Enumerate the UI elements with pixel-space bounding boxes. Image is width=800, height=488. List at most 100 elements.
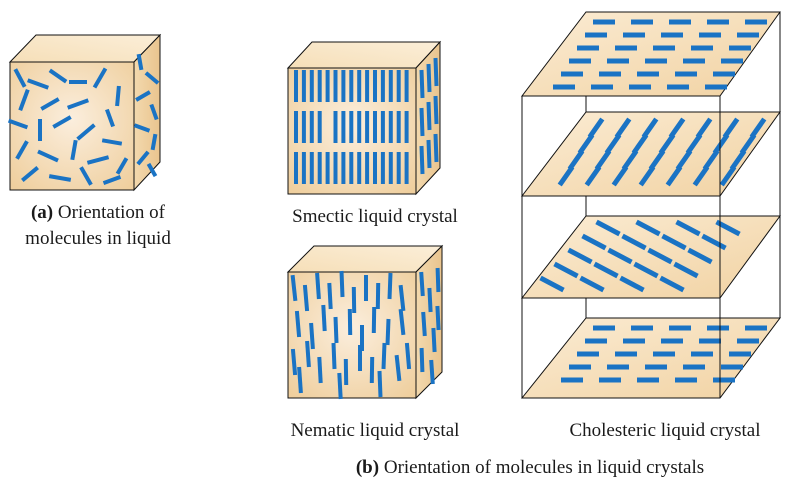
liquid-side-molecules [133,53,160,178]
molecule-rod [419,271,425,297]
liquid-cube [7,33,162,192]
molecule-rod [607,247,633,265]
molecule-rod [435,305,441,331]
molecule-rod [27,78,49,90]
molecule-rod [638,165,656,187]
molecule-rod [675,219,701,237]
molecule-rod [144,71,160,85]
molecule-rod [719,165,737,187]
molecule-rod [309,322,315,350]
plane-4-molecules [561,325,767,383]
molecule-rod [86,155,110,165]
nematic-front-molecules [290,270,412,400]
molecule-rod [387,272,393,300]
caption-smectic: Smectic liquid crystal [292,206,458,227]
molecule-rod [633,261,659,279]
molecule-rod [421,311,427,337]
molecule-rod [687,247,713,265]
molecule-rod [539,275,565,293]
molecule-rod [105,108,115,128]
smectic-side-molecules [419,57,439,175]
molecule-rod [604,133,622,155]
molecule-rod [135,90,151,102]
molecule-rod [149,103,159,121]
caption-a-label: (a) [30,202,54,223]
molecule-rod [631,133,649,155]
molecule-rod [426,101,432,131]
molecule-rod [695,117,713,139]
molecule-rod [619,275,645,293]
molecule-rod [398,284,406,312]
molecule-rod [433,57,439,87]
molecule-rod [433,133,439,163]
molecule-rod [48,68,68,84]
molecule-rod [21,166,39,182]
molecule-rod [648,149,666,171]
molecule-rod [70,139,78,161]
molecule-rod [581,233,607,251]
molecule-rod [317,356,323,384]
nematic-cube-top [286,245,444,273]
molecule-rod [722,117,740,139]
molecule-rod [15,140,29,160]
molecule-rod [647,247,673,265]
molecule-rod [419,107,425,137]
molecule-rod [701,233,727,251]
molecule-rod [641,117,659,139]
caption-b-label: (b) [355,457,380,478]
nematic-cube [286,244,444,400]
smectic-front-molecules [294,70,409,184]
molecule-rod [381,342,387,370]
molecule-rod [321,304,327,332]
molecule-rod [635,219,661,237]
molecule-rod [675,149,693,171]
molecule-rod [146,162,158,178]
molecule-rod [739,133,757,155]
molecule-rod [611,165,629,187]
molecule-rod [661,233,687,251]
molecule-rod [419,145,425,175]
caption-cholesteric: Cholesteric liquid crystal [569,420,761,441]
molecule-rod [419,69,425,99]
molecule-rod [101,138,123,146]
nematic-side-molecules [419,267,441,385]
molecule-rod [577,133,595,155]
caption-b-text: Orientation of molecules in liquid cryst… [379,457,705,478]
molecule-rod [659,275,685,293]
molecule-rod [37,149,59,163]
molecule-rod [673,261,699,279]
molecule-rod [333,316,339,344]
smectic-cube [286,40,442,196]
molecule-rod [614,117,632,139]
molecule-rod [331,342,337,370]
molecule-rod [692,165,710,187]
caption-a-line1: Orientation of [53,202,165,223]
caption-nematic: Nematic liquid crystal [290,420,460,441]
molecule-rod [290,348,298,376]
molecule-rod [315,272,321,300]
liquid-front-molecules [7,67,129,186]
molecule-rod [658,133,676,155]
molecule-rod [567,247,593,265]
molecule-rod [431,327,437,353]
molecule-rod [115,157,129,175]
cholesteric-plane-1 [520,11,781,97]
molecule-rod [749,117,767,139]
molecule-rod [302,284,310,312]
cholesteric-stack [520,11,781,399]
molecule-rod [115,85,121,107]
molecule-rod [13,68,27,88]
molecule-rod [426,139,432,169]
molecule-rod [553,261,579,279]
molecule-rod [377,370,383,398]
molecule-rod [702,149,720,171]
molecule-rod [426,63,432,93]
molecule-rod [18,89,30,111]
molecule-rod [48,174,72,182]
molecule-rod [419,347,425,373]
molecule-rod [587,117,605,139]
smectic-cube-top [286,41,442,69]
molecule-rod [92,67,108,89]
molecule-rod [729,149,747,171]
